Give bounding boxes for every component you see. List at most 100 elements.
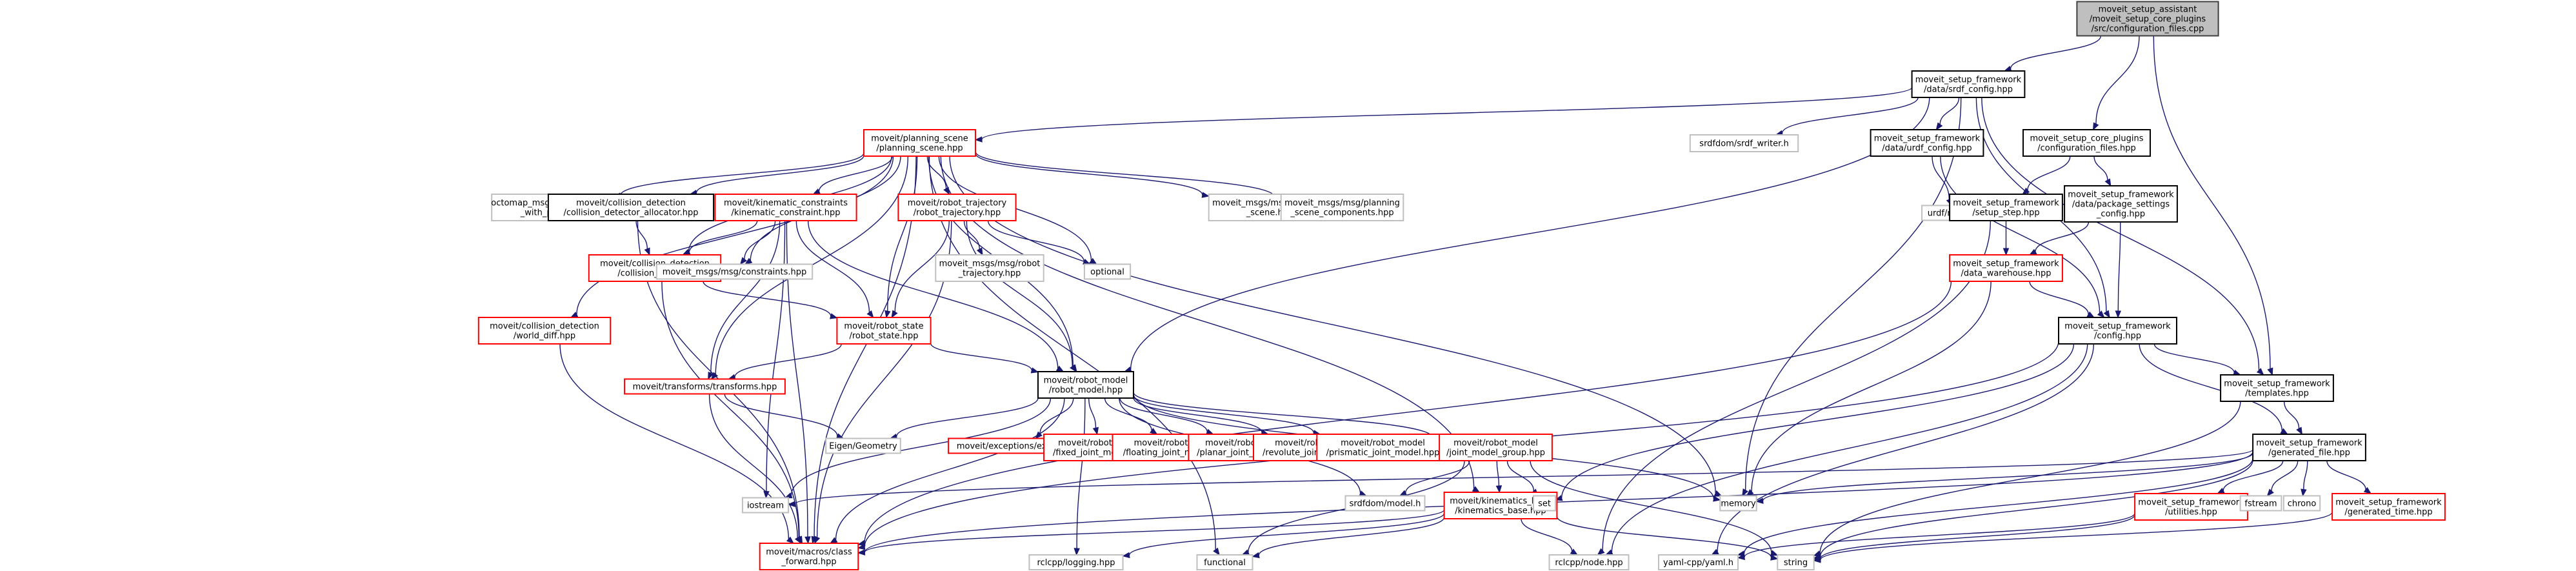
node-rclcpp-logging: rclcpp/logging.hpp bbox=[1028, 554, 1124, 570]
node-robot-trajectory-msg: moveit_msgs/msg/robot_trajectory.hpp bbox=[935, 254, 1044, 282]
edge-root-to-configuration-files-hpp bbox=[2092, 35, 2140, 131]
node-root[interactable]: moveit_setup_assistant/moveit_setup_core… bbox=[2076, 1, 2219, 37]
node-prismatic-joint-model[interactable]: moveit/robot_model/prismatic_joint_model… bbox=[1316, 434, 1450, 461]
edge-line bbox=[2010, 35, 2102, 69]
node-data-warehouse[interactable]: moveit_setup_framework/data_warehouse.hp… bbox=[1949, 254, 2063, 282]
node-label-line: moveit_setup_framework bbox=[1953, 259, 2059, 269]
node-label-line: moveit_setup_framework bbox=[2138, 498, 2244, 508]
edge-generated-file-to-fstream bbox=[2266, 460, 2299, 497]
arrowhead-icon bbox=[974, 136, 983, 143]
node-class-forward[interactable]: moveit/macros/class_forward.hpp bbox=[759, 543, 859, 570]
arrowhead-icon bbox=[708, 371, 714, 380]
edge-line bbox=[576, 155, 894, 315]
node-templates[interactable]: moveit_setup_framework/templates.hpp bbox=[2220, 374, 2334, 402]
node-label-line: _scene_components.hpp bbox=[1290, 208, 1393, 218]
node-robot-model[interactable]: moveit/robot_model/robot_model.hpp bbox=[1037, 371, 1134, 399]
node-label-line: moveit/planning_scene bbox=[871, 134, 968, 144]
node-label-line: /data/package_settings bbox=[2072, 200, 2170, 210]
arrowhead-icon bbox=[2002, 248, 2010, 256]
node-box bbox=[2064, 185, 2178, 223]
edge-line bbox=[1556, 516, 1772, 558]
node-box bbox=[1548, 554, 1630, 570]
edge-line bbox=[1521, 518, 1573, 552]
node-label-line: fstream bbox=[2244, 499, 2277, 509]
edge-planning-scene-to-planning-scene-components bbox=[975, 151, 1283, 201]
node-package-settings-config[interactable]: moveit_setup_framework/data/package_sett… bbox=[2064, 185, 2178, 223]
edge-line bbox=[2222, 460, 2284, 491]
node-rclcpp-node: rclcpp/node.hpp bbox=[1548, 554, 1630, 570]
arrowhead-icon bbox=[787, 501, 795, 508]
node-fstream: fstream bbox=[2239, 495, 2282, 512]
node-string: string bbox=[1777, 554, 1815, 570]
node-label-line: srdfdom/srdf_writer.h bbox=[1699, 139, 1788, 149]
edge-robot-model-to-floating-joint-model bbox=[1104, 397, 1158, 435]
arrowhead-icon bbox=[2363, 486, 2372, 494]
arrowhead-icon bbox=[2301, 488, 2307, 497]
edge-line bbox=[1611, 343, 2088, 552]
node-label-line: /configuration_files.hpp bbox=[2037, 144, 2136, 154]
node-urdf-config[interactable]: moveit_setup_framework/data/urdf_config.… bbox=[1870, 129, 1984, 157]
edge-line bbox=[1717, 343, 2095, 552]
edge-line bbox=[1104, 397, 1152, 431]
arrowhead-icon bbox=[884, 310, 891, 319]
node-label-line: /generated_time.hpp bbox=[2344, 508, 2432, 517]
node-box bbox=[2058, 317, 2177, 345]
node-utilities[interactable]: moveit_setup_framework/utilities.hpp bbox=[2134, 493, 2248, 521]
edge-line bbox=[949, 155, 1716, 494]
node-srdf-config[interactable]: moveit_setup_framework/data/srdf_config.… bbox=[1911, 70, 2026, 98]
edge-line bbox=[1530, 460, 1772, 554]
edge-package-settings-config-to-config bbox=[2115, 221, 2122, 319]
edge-root-to-templates bbox=[2153, 35, 2273, 376]
node-generated-file[interactable]: moveit_setup_framework/generated_file.hp… bbox=[2252, 434, 2366, 461]
node-label-line: /collision_detector_allocator.hpp bbox=[563, 208, 698, 218]
node-setup-step[interactable]: moveit_setup_framework/setup_step.hpp bbox=[1949, 194, 2063, 221]
edge-line bbox=[790, 397, 1052, 496]
edge-line bbox=[1088, 397, 1097, 428]
node-joint-model-group[interactable]: moveit/robot_model/joint_model_group.hpp bbox=[1439, 434, 1553, 461]
node-collision-detector-allocator[interactable]: moveit/collision_detection/collision_det… bbox=[547, 194, 715, 221]
edge-line bbox=[1819, 514, 2135, 559]
node-robot-trajectory[interactable]: moveit/robot_trajectory/robot_trajectory… bbox=[897, 194, 1017, 221]
edge-line bbox=[703, 281, 832, 317]
edge-line bbox=[928, 155, 1216, 550]
node-label-line: set bbox=[1538, 499, 1551, 509]
edge-world-diff-to-class-forward bbox=[559, 343, 795, 544]
node-box bbox=[863, 129, 976, 157]
node-label-line: /templates.hpp bbox=[2245, 389, 2309, 399]
edge-planning-scene-to-functional bbox=[928, 155, 1220, 556]
node-world-diff[interactable]: moveit/collision_detection/world_diff.hp… bbox=[477, 317, 612, 345]
node-transforms[interactable]: moveit/transforms/transforms.hpp bbox=[624, 378, 786, 395]
node-kinematic-constraint[interactable]: moveit/kinematic_constraints/kinematic_c… bbox=[714, 194, 857, 221]
edge-line bbox=[2153, 343, 2235, 373]
node-box bbox=[2331, 493, 2446, 521]
edge-planning-scene-to-collision-detector-allocator bbox=[689, 155, 864, 196]
node-label-line: _config.hpp bbox=[2096, 210, 2145, 219]
edge-line bbox=[895, 397, 1039, 437]
edge-planning-scene-to-planning-scene-msg bbox=[975, 153, 1210, 198]
edge-joint-model-group-to-kinematics-base bbox=[1495, 460, 1503, 494]
edge-line bbox=[1561, 343, 2075, 498]
node-box bbox=[2252, 434, 2366, 461]
node-label-line: moveit_msgs/msg/planning bbox=[1284, 199, 1400, 208]
edge-line bbox=[708, 394, 798, 538]
edge-line bbox=[724, 394, 838, 437]
node-robot-state[interactable]: moveit/robot_state/robot_state.hpp bbox=[836, 317, 932, 345]
node-label-line: Eigen/Geometry bbox=[829, 442, 897, 452]
node-label-line: iostream bbox=[747, 501, 784, 511]
node-label-line: /robot_model.hpp bbox=[1049, 386, 1123, 396]
node-configuration-files-hpp[interactable]: moveit_setup_core_plugins/configuration_… bbox=[2022, 129, 2151, 157]
edge-robot-model-to-planar-joint-model bbox=[1119, 397, 1214, 435]
node-label-line: /setup_step.hpp bbox=[1972, 208, 2039, 218]
node-box bbox=[1949, 254, 2063, 282]
arrowhead-icon bbox=[814, 536, 821, 545]
node-label-line: _trajectory.hpp bbox=[958, 269, 1021, 279]
edge-line bbox=[816, 220, 952, 537]
arrowhead-icon bbox=[1252, 552, 1260, 559]
node-config[interactable]: moveit_setup_framework/config.hpp bbox=[2058, 317, 2177, 345]
edge-line bbox=[981, 86, 1913, 140]
node-label-line: moveit/robot_state bbox=[844, 322, 923, 332]
node-generated-time[interactable]: moveit_setup_framework/generated_time.hp… bbox=[2331, 493, 2446, 521]
node-box bbox=[1344, 495, 1426, 512]
node-label-line: moveit_setup_framework bbox=[2335, 498, 2442, 508]
node-planning-scene[interactable]: moveit/planning_scene/planning_scene.hpp bbox=[863, 129, 976, 157]
